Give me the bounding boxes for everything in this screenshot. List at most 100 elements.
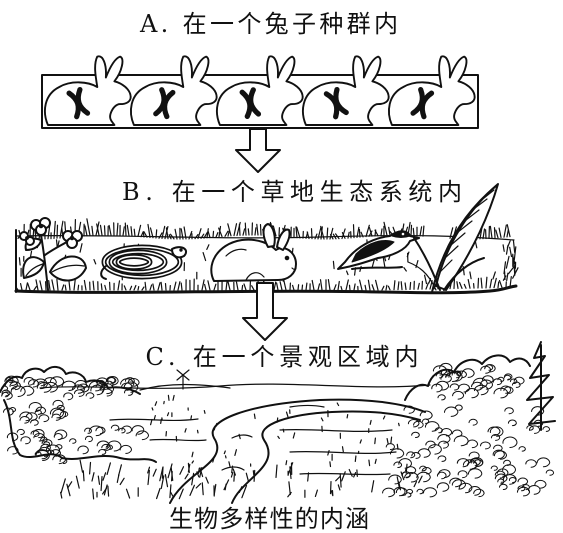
grass-blade: [61, 284, 65, 291]
grass-blades-bottom: [15, 276, 512, 291]
meadow-blade: [374, 437, 376, 445]
foliage-scribble: [438, 469, 451, 479]
grass-blade: [27, 282, 31, 291]
foreground-blade: [199, 467, 204, 478]
meadow-blade: [359, 439, 362, 444]
grass-blade: [400, 281, 403, 291]
meadow-blade: [285, 460, 288, 466]
foliage-scribble: [496, 468, 509, 477]
foliage-scribble: [36, 381, 52, 393]
meadow-blade: [151, 407, 154, 411]
foliage-scribble: [464, 388, 479, 399]
river-ripple: [289, 404, 325, 408]
foreground-blade: [307, 472, 310, 482]
foliage-scribble: [497, 376, 505, 382]
chromatid: [419, 90, 435, 120]
grass-blade: [489, 278, 493, 289]
grass-blade: [367, 279, 371, 291]
foreground-blade: [102, 472, 107, 481]
grass-blade: [283, 278, 287, 291]
grass-blade: [55, 239, 58, 248]
foliage-scribble: [23, 377, 35, 386]
grass-blade: [352, 224, 355, 239]
foliage-scribble: [417, 448, 431, 458]
grass-blade: [424, 274, 428, 285]
foliage-scribble: [438, 440, 450, 449]
foliage-scribble: [135, 430, 150, 441]
grass-blade: [256, 223, 259, 236]
grass-blade: [104, 284, 107, 291]
grass-blade: [152, 283, 155, 291]
foliage-scribble: [480, 365, 492, 374]
meadow-blade: [354, 455, 357, 462]
foreground-blade: [201, 482, 204, 496]
foliage-scribble: [516, 486, 531, 497]
foreground-blade: [66, 483, 71, 497]
chromatid: [75, 87, 91, 116]
foreground-blade: [100, 476, 103, 492]
grass-blade: [161, 225, 166, 239]
reed-leaf: [443, 257, 485, 291]
panel-a-label: A. 在一个兔子种群内: [139, 10, 398, 38]
grass-blade: [108, 224, 112, 236]
foreground-blade: [329, 481, 332, 495]
grass-blade: [326, 227, 329, 240]
foliage-scribble: [98, 448, 107, 455]
foliage-scribble: [33, 433, 46, 442]
foliage-scribble: [404, 472, 419, 483]
foliage-scribble: [33, 378, 48, 390]
flower-center: [69, 235, 75, 241]
grass-blade: [456, 281, 459, 289]
foreground-blade: [396, 476, 400, 488]
panel-a: A. 在一个兔子种群内: [41, 10, 479, 129]
grassland-strip: [14, 218, 519, 295]
foreground-blade: [353, 472, 357, 478]
grass-blade: [409, 281, 412, 290]
foliage-scribble: [393, 461, 403, 468]
snake-coil: [117, 255, 151, 269]
grass-blade: [225, 280, 228, 291]
foreground-blade: [147, 469, 150, 486]
grassland-ground-line: [14, 284, 518, 295]
foreground-blade: [335, 475, 341, 482]
grass-blade: [276, 282, 279, 291]
grass-blade: [482, 228, 486, 240]
grass-blade: [213, 283, 217, 291]
grass-blade: [200, 233, 205, 239]
grass-blade: [329, 227, 334, 240]
grass-blade: [332, 233, 337, 240]
grass-blade: [306, 231, 310, 240]
grass-blade: [207, 280, 211, 291]
flower-icon: [19, 231, 35, 246]
grass-blade: [137, 286, 140, 291]
grass-blade: [149, 284, 153, 291]
foliage-scribble: [30, 419, 39, 426]
flower-center: [25, 236, 29, 240]
grass-blade: [480, 277, 483, 289]
foliage-scribble: [77, 445, 89, 455]
foliage-scribble: [526, 425, 534, 431]
foreground-blade: [241, 484, 248, 499]
left-tree-line: [0, 366, 141, 395]
grass-blade: [197, 228, 202, 240]
foliage-scribble: [5, 380, 18, 390]
grass-blade: [347, 231, 350, 239]
foliage-scribble: [434, 427, 443, 434]
foreground-blade: [107, 485, 110, 497]
bird-eye: [401, 232, 405, 236]
grass-blade: [144, 281, 147, 291]
meadow-blade: [191, 451, 194, 458]
foliage-scribble: [497, 478, 505, 485]
foliage-scribble: [124, 377, 135, 385]
foliage-scribble: [489, 426, 504, 437]
meadow-blade: [154, 401, 158, 406]
meadow-blade: [223, 450, 226, 455]
grass-blade: [251, 285, 255, 291]
grass-blade: [503, 224, 507, 238]
foreground-blade: [413, 481, 418, 488]
grass-blade: [498, 280, 503, 289]
grass-blade: [292, 284, 295, 291]
grass-blade: [353, 283, 356, 291]
foliage-scribble: [6, 432, 19, 442]
foliage-scribble: [124, 388, 134, 396]
